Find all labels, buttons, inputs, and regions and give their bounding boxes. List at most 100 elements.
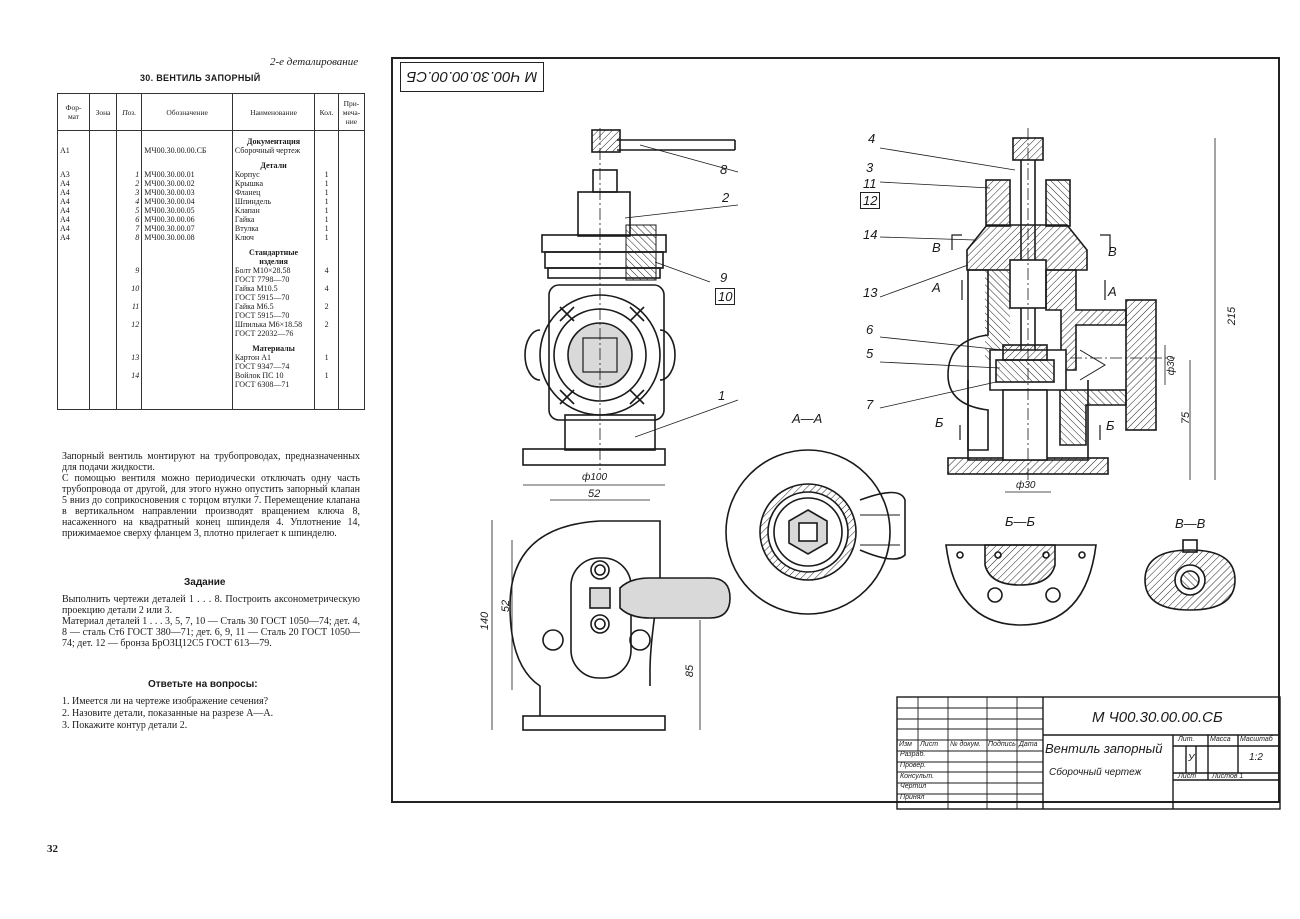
tb-lit-label: Лит.: [1178, 736, 1195, 743]
cell-pos: 4: [116, 197, 143, 206]
view-b-b: [945, 544, 1097, 626]
cell-name: Ключ: [231, 233, 316, 242]
tb-role-approver: Принял: [900, 794, 925, 801]
callout-13: 13: [863, 285, 878, 300]
section-title: Документация: [231, 130, 316, 146]
dim-52-horizontal: 52: [588, 488, 601, 500]
task-paragraph: Материал деталей 1 . . . 3, 5, 7, 10 — С…: [62, 616, 360, 649]
col-pos: Поз.: [116, 93, 143, 131]
col-zone: Зона: [88, 93, 118, 131]
front-view: [491, 128, 736, 731]
cell-pos: [116, 338, 143, 353]
table-row: [57, 389, 366, 410]
spec-section-row: Стандартные изделия: [57, 242, 366, 266]
cell-name: Втулка: [231, 224, 316, 233]
table-row: ГОСТ 22032—76: [57, 329, 366, 338]
cell-note: [337, 130, 366, 146]
cell-name: ГОСТ 5915—70: [231, 293, 316, 302]
questions-heading: Ответьте на вопросы:: [148, 679, 258, 690]
cell-pos: [116, 362, 143, 371]
cell-name: Шпилька М6×18.58: [231, 320, 316, 329]
cell-designation: [141, 242, 233, 266]
callout-2: 2: [722, 190, 730, 205]
callout-5: 5: [866, 346, 874, 361]
cell-name: Картон А1: [231, 353, 316, 362]
section-title: Стандартные изделия: [231, 242, 316, 266]
tb-role-consultant: Консульт.: [900, 773, 935, 780]
cell-pos: [116, 130, 143, 146]
cut-mark-a-left: А: [932, 280, 941, 295]
tb-role-drafter: Чертил: [900, 783, 927, 790]
cell-note: [337, 170, 366, 179]
cell-name: Гайка: [231, 215, 316, 224]
tb-col-date: Дата: [1019, 741, 1038, 748]
cell-note: [337, 329, 366, 338]
cell-name: Гайка М10.5: [231, 284, 316, 293]
table-row: ГОСТ 9347—74: [57, 362, 366, 371]
cell-note: [337, 311, 366, 320]
page-number: 32: [47, 843, 58, 855]
dim-85: 85: [684, 664, 697, 678]
tb-scale-value: 1:2: [1249, 752, 1263, 763]
view-title-a-a: А—А: [792, 411, 823, 426]
cell-pos: [116, 329, 143, 338]
dim-75: 75: [1180, 411, 1193, 425]
callout-14: 14: [863, 227, 878, 242]
spec-section-row: Детали: [57, 155, 366, 170]
cell-note: [337, 242, 366, 266]
cell-pos: 7: [116, 224, 143, 233]
col-note: При-меча-ние: [337, 93, 366, 131]
cell-pos: 8: [116, 233, 143, 242]
section-title: Материалы: [231, 338, 316, 353]
cut-mark-a-right: А: [1108, 284, 1117, 299]
task-text: Выполнить чертежи деталей 1 . . . 8. Пос…: [62, 594, 360, 649]
cell-name: ГОСТ 22032—76: [231, 329, 316, 338]
spec-section-row: Материалы: [57, 338, 366, 353]
cell-pos: [116, 293, 143, 302]
tb-scale-label: Масштаб: [1240, 736, 1273, 743]
cell-pos: [116, 311, 143, 320]
title-block-doctype: Сборочный чертеж: [1049, 767, 1142, 778]
cell-name: Шпиндель: [231, 197, 316, 206]
specification-table: Фор-мат Зона Поз. Обозначение Наименован…: [57, 93, 366, 410]
tb-col-sign: Подпись: [988, 741, 1016, 748]
description-text: Запорный вентиль монтируют на трубопрово…: [62, 451, 360, 539]
cell-note: [337, 275, 366, 284]
cell-note: [337, 179, 366, 188]
callout-10: 10: [715, 288, 736, 305]
tb-lit-value: У: [1188, 753, 1195, 764]
title-block-name: Вентиль запорный: [1045, 741, 1163, 756]
cell-note: [337, 233, 366, 242]
spec-header-row: Фор-мат Зона Поз. Обозначение Наименован…: [57, 93, 366, 131]
cell-name: ГОСТ 9347—74: [231, 362, 316, 371]
cell-pos: 12: [116, 320, 143, 329]
cell-name: Корпус: [231, 170, 316, 179]
question-item: 2. Назовите детали, показанные на разрез…: [62, 708, 274, 719]
cell-note: [337, 293, 366, 302]
section-title: Детали: [231, 155, 316, 170]
cell-name: Гайка М6.5: [231, 302, 316, 311]
cell-empty: [337, 389, 366, 410]
tb-sheets-label: Листов 1: [1212, 773, 1244, 780]
questions-list: 1. Имеется ли на чертеже изображение сеч…: [62, 696, 273, 732]
col-format: Фор-мат: [57, 93, 90, 131]
tb-col-list: Лист: [920, 741, 939, 748]
cell-pos: 13: [116, 353, 143, 362]
callout-8: 8: [720, 162, 728, 177]
cell-note: [337, 224, 366, 233]
question-item: 1. Имеется ли на чертеже изображение сеч…: [62, 696, 269, 707]
spec-section-row: Документация: [57, 130, 366, 146]
cell-note: [337, 380, 366, 389]
table-row: ГОСТ 5915—70: [57, 311, 366, 320]
tb-role-developer: Разраб.: [900, 751, 926, 758]
col-name: Наименование: [231, 93, 316, 131]
section-header: 2-е деталирование: [270, 56, 359, 68]
dim-215: 215: [1226, 306, 1239, 326]
cell-pos: 10: [116, 284, 143, 293]
